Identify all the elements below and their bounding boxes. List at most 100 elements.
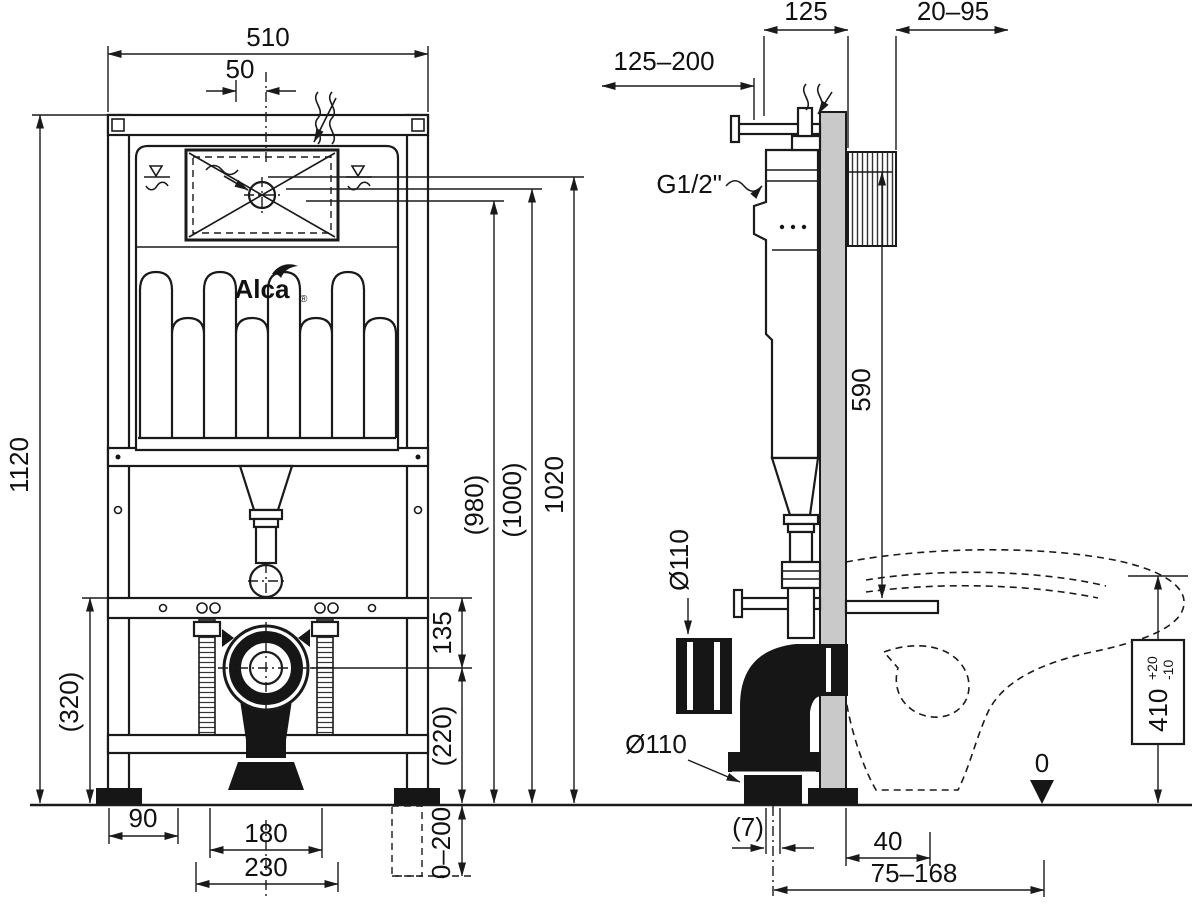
cistern-top-bracket [790, 134, 822, 152]
thread-size-label: G1/2" [656, 169, 722, 199]
dim-0-200-label: 0–200 [426, 807, 456, 879]
outlet-pipe [744, 775, 802, 804]
bowl-rim-dashed [865, 571, 1107, 587]
dim-20-95-label: 20–95 [917, 0, 989, 26]
dim-50-label: 50 [226, 54, 255, 84]
alca-logo: Alca ® [235, 264, 308, 305]
side-dimensions: 125–200 125 20–95 G1/2" 590 Ø110 Ø110 [601, 0, 1188, 897]
squiggle-icon [328, 91, 336, 145]
window-cross-line [188, 152, 336, 238]
dim-510-label: 510 [246, 22, 289, 52]
side-view: 125–200 125 20–95 G1/2" 590 Ø110 Ø110 [601, 0, 1188, 898]
alca-logo-text: Alca [235, 274, 290, 304]
sleeve-gap [714, 642, 720, 710]
level-triangle [148, 165, 164, 178]
insert-arrow [817, 91, 833, 115]
toilet-bowl-outline [845, 548, 1185, 791]
dim-40-label: 40 [874, 826, 903, 856]
flush-collar [248, 508, 284, 521]
side-frame-foot [808, 788, 858, 804]
dim-410-group: 410 +20 -10 [1143, 656, 1176, 732]
rail-hole-left [113, 505, 123, 515]
rail-hole-right [413, 505, 423, 515]
datum-zero-label: 0 [1035, 748, 1049, 778]
elbow-body [740, 644, 848, 758]
corner-plate-right [411, 118, 425, 132]
elbow-socket-gap [826, 648, 831, 692]
dim-980-label: (980) [459, 475, 489, 536]
outlet-flange [728, 752, 820, 772]
dim-320-label: (320) [54, 672, 84, 733]
level-squiggle [145, 181, 169, 191]
front-dimensions: 510 50 1120 (320) 135 (220) [4, 22, 584, 896]
mounting-rail [106, 596, 430, 620]
window-inner-dashed [192, 156, 332, 234]
dim-7-label: (7) [732, 812, 764, 842]
bowl-trap-dashed [882, 645, 970, 718]
dim-410-tol-minus: -10 [1160, 660, 1176, 680]
bolt-hole [209, 602, 221, 614]
rod-nut-right [310, 620, 340, 638]
sleeve-body [676, 638, 732, 714]
dim-75-168-label: 75–168 [871, 858, 958, 888]
drain-flange [228, 762, 304, 790]
supply-arrow-group [313, 91, 337, 145]
corner-plate-left [111, 118, 125, 132]
frame-top-rail [106, 113, 430, 137]
bolt-hole [158, 603, 168, 613]
bolt-dot [115, 454, 121, 460]
flush-cone [238, 464, 294, 512]
drain-neck [240, 700, 292, 740]
side-supply-squiggles [802, 83, 833, 115]
dim-125-label: 125 [784, 0, 827, 26]
flush-collar [252, 517, 280, 529]
push-rod-housing [796, 106, 814, 138]
insert-arrow [313, 97, 337, 143]
bowl-outer-dashed [845, 548, 1185, 791]
lower-rod-tee [732, 588, 744, 619]
bowl-mounting-rod [844, 599, 940, 615]
threaded-rod-right [316, 619, 334, 739]
dim-dia110-sleeve-label: Ø110 [664, 529, 694, 591]
alca-bird-icon [272, 264, 298, 278]
frame-right-foot [394, 788, 440, 804]
foot-extension-dashed [391, 805, 423, 877]
flush-pipe-side [770, 456, 822, 640]
squiggle-icon [802, 83, 810, 111]
dim-410-label: 410 [1143, 689, 1173, 732]
side-frame-plate [819, 111, 847, 806]
bowl-rim-dashed [865, 584, 1099, 599]
inspection-window [184, 148, 340, 242]
outlet-sleeve [676, 638, 732, 714]
rod-nut-left [192, 620, 222, 638]
flush-pipe-front [238, 464, 294, 599]
thread-leader-squiggle [725, 179, 763, 199]
dim-590-label: 590 [846, 368, 876, 411]
frame-left-foot [96, 788, 142, 804]
drain-pipe [246, 740, 286, 758]
alca-registered-mark: ® [300, 294, 308, 305]
cistern-side [752, 106, 822, 460]
threaded-rod-left [198, 619, 216, 739]
flush-cone-side [770, 456, 820, 517]
bolt-dot [415, 454, 421, 460]
dim-125-200-label: 125–200 [613, 46, 714, 76]
dim-230-label: 230 [244, 852, 287, 882]
water-squiggle [205, 164, 239, 176]
level-triangle [350, 165, 366, 178]
dim-410-box [1130, 638, 1186, 746]
bolt-hole [314, 602, 326, 614]
bolt-hole [327, 602, 339, 614]
dim-410-tol-plus: +20 [1144, 656, 1160, 680]
drain-assembly [218, 622, 314, 790]
squiggle-icon [816, 83, 824, 111]
datum-triangle-icon [1030, 780, 1054, 804]
flush-tube [254, 525, 278, 565]
flow-arrow [223, 175, 249, 191]
bolt-hole [367, 603, 377, 613]
outlet-elbow [728, 644, 848, 898]
dim-135-label: 135 [427, 611, 457, 654]
dim-220-label: (220) [427, 706, 457, 767]
